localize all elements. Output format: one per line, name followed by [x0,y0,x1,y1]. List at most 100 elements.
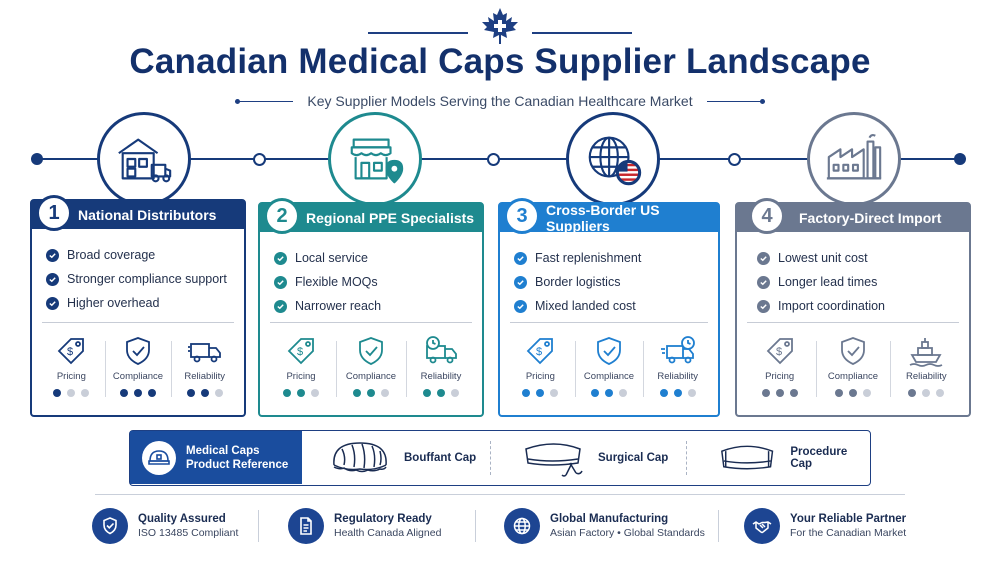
footer-badge-global: Global Manufacturing Asian Factory • Glo… [504,508,705,544]
globe-us-flag-icon [588,136,642,186]
footer-badge-text: Quality Assured ISO 13485 Compliant [138,513,238,539]
price-tag-icon: $ [58,338,85,365]
product-reference-title-line1: Medical Caps [186,444,260,457]
rating-dot-filled [591,389,599,397]
surgical-cap-icon [525,442,583,477]
cargo-ship-icon [909,338,943,367]
bouffant-cap-icon [333,441,387,472]
feature-item: Lowest unit cost [757,246,885,270]
feature-item: Narrower reach [274,294,381,318]
rating-dots [186,389,223,397]
rating-dots [834,389,871,397]
warehouse-truck-icon [118,138,172,183]
cap-label: Procedure Cap [790,445,848,470]
header-rule-left [368,32,468,34]
shield-check-icon [92,508,128,544]
rating-dot-filled [134,389,142,397]
check-icon [514,275,527,289]
rating-dot-filled [659,389,668,397]
feature-item: Mixed landed cost [514,294,641,318]
metric-compliance: Compliance [816,335,889,397]
rating-dots [761,389,798,397]
feature-item: Longer lead times [757,270,885,294]
supplier-2-icon-circle [328,112,422,206]
rating-dots [120,389,156,397]
metric-label: Reliability [420,371,462,382]
rating-dots [53,389,90,397]
supplier-card-4-number: 4 [749,198,785,234]
svg-text:$: $ [536,346,542,358]
rating-dot-filled [297,389,305,397]
subtitle-rule-right [706,98,765,104]
cap-item-procedure: Procedure Cap [716,431,870,484]
rating-dot-empty [214,389,223,397]
feature-text: Local service [295,251,368,265]
metric-label: Pricing [525,371,555,382]
product-reference-header: Medical Caps Product Reference [130,431,302,484]
metric-label: Pricing [286,371,316,382]
document-icon [288,508,324,544]
procedure-cap-icon [721,445,774,469]
metric-compliance: Compliance [104,335,172,397]
timeline-start-dot [31,153,43,165]
rating-dot-filled [775,389,784,397]
cap-item-bouffant: Bouffant Cap [328,431,476,484]
check-icon [274,251,287,265]
supplier-card-2-number: 2 [264,198,300,234]
rating-dot-filled [834,389,843,397]
feature-item: Import coordination [757,294,885,318]
feature-text: Broad coverage [67,248,156,262]
supplier-1-icon-circle [97,112,191,206]
rating-dots [522,389,559,397]
check-icon [46,272,59,286]
supplier-card-2: Regional PPE Specialists 2 Local service… [258,198,484,417]
badge-subtitle: ISO 13485 Compliant [138,527,239,539]
rating-dots [591,389,627,397]
card-divider [270,322,472,323]
shield-check-icon [359,337,383,365]
feature-item: Local service [274,246,381,270]
check-icon [274,275,287,289]
rating-dot-empty [451,389,459,397]
product-reference-bar: Medical Caps Product Reference Bouffant … [129,430,871,486]
rating-dot-filled [186,389,195,397]
shield-check-icon [597,337,621,365]
price-tag-icon: $ [527,338,554,365]
rating-dot-filled [673,389,682,397]
delivery-truck-icon [187,343,221,363]
rating-dot-empty [311,389,319,397]
check-icon [514,299,527,313]
rating-dot-empty [67,389,76,397]
shield-check-icon [841,337,865,365]
supplier-card-3-number: 3 [504,198,540,234]
footer-badge-text: Regulatory Ready Health Canada Aligned [334,513,441,539]
svg-text:$: $ [297,346,303,358]
handshake-icon [744,508,780,544]
metric-pricing: $ Pricing [266,335,336,397]
rating-dots [659,389,696,397]
subtitle-rule-left [235,98,294,104]
feature-text: Lowest unit cost [778,251,868,265]
supplier-card-1-number: 1 [36,195,72,231]
metric-label: Compliance [345,371,397,382]
rating-dot-filled [283,389,291,397]
maple-leaf-medical-cross-icon [482,8,518,44]
badge-title: Global Manufacturing [550,513,669,525]
rating-dot-empty [687,389,696,397]
metric-reliability: Reliability [643,335,712,397]
shield-check-icon [126,337,150,365]
rating-dot-filled [605,389,613,397]
supplier-card-4: Factory-Direct Import 4 Lowest unit cost… [735,198,971,417]
feature-text: Border logistics [535,275,621,289]
check-icon [274,299,287,313]
storefront-location-icon [350,138,404,184]
supplier-card-3: Cross-Border US Suppliers 3 Fast repleni… [498,198,720,417]
metric-pricing: $ Pricing [743,335,816,397]
badge-subtitle: Health Canada Aligned [334,527,442,539]
product-reference-title: Medical Caps Product Reference [186,444,288,472]
metric-pricing: $ Pricing [506,335,575,397]
badge-title: Regulatory Ready [334,513,432,525]
rating-dot-filled [848,389,857,397]
svg-text:$: $ [67,346,73,358]
rating-dot-filled [536,389,545,397]
